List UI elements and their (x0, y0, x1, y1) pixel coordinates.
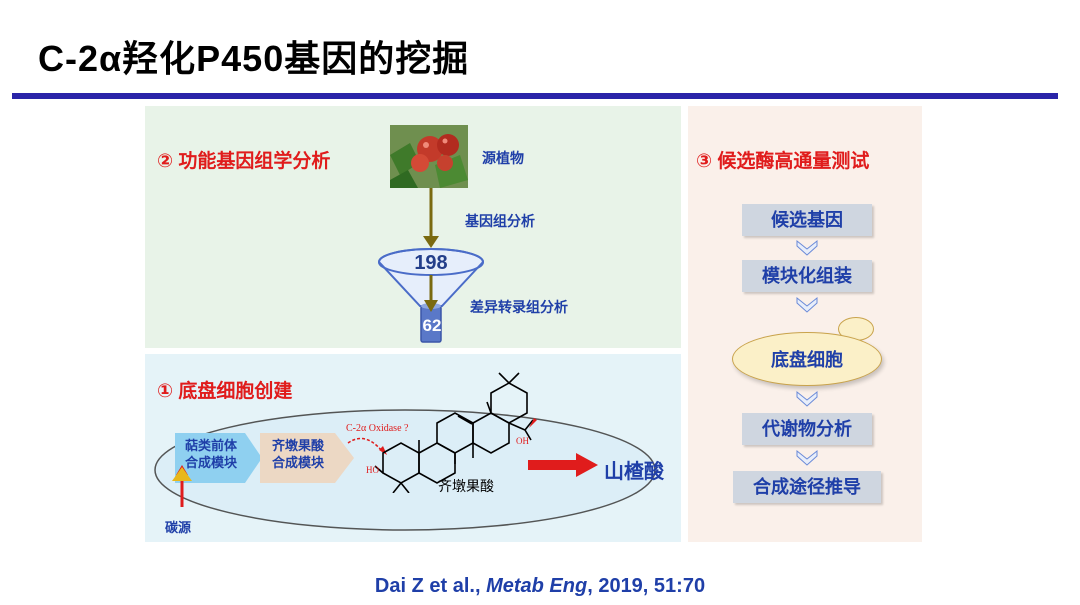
oxidase-label: C-2α Oxidase ? (346, 423, 409, 434)
terpenoid-module-label: 萜类前体 合成模块 (185, 438, 238, 470)
genome-analysis-label: 基因组分析 (465, 213, 535, 229)
chassis-ellipse-diagram (154, 409, 656, 531)
step-metabolite-analysis: 代谢物分析 (742, 413, 872, 445)
chevron-down-icon (796, 449, 818, 466)
page-title: C-2α羟化P450基因的挖掘 (38, 38, 470, 79)
oleanolic-acid-structure (374, 372, 537, 493)
oleanolic-module-label: 齐墩果酸 合成模块 (272, 438, 325, 470)
ho-label: HO (366, 465, 379, 475)
step-modular-assembly: 模块化组装 (742, 260, 872, 292)
funnel-diagram (378, 188, 484, 343)
title-underline (12, 93, 1058, 99)
gene-count-198: 198 (414, 252, 448, 274)
maslinic-acid-label: 山楂酸 (604, 461, 664, 483)
panel-high-throughput-test (688, 106, 922, 542)
chevron-down-icon (796, 390, 818, 407)
citation: Dai Z et al., Metab Eng, 2019, 51:70 (374, 575, 706, 597)
step-pathway-deduction: 合成途径推导 (733, 471, 881, 503)
source-plant-photo (390, 125, 468, 188)
chevron-down-icon (796, 296, 818, 313)
diff-transcriptome-label: 差异转录组分析 (470, 299, 568, 315)
source-plant-label: 源植物 (482, 150, 524, 166)
chevron-down-icon (796, 239, 818, 256)
step-chassis-cell: 底盘细胞 (732, 332, 882, 386)
gene-count-62: 62 (422, 316, 442, 335)
oh-label: OH (516, 436, 529, 446)
genomics-section-title: ② 功能基因组学分析 (157, 151, 331, 172)
chassis-section-title: ① 底盘细胞创建 (157, 381, 293, 402)
step-candidate-genes: 候选基因 (742, 204, 872, 236)
carbon-source-label: 碳源 (165, 520, 192, 535)
oleanolic-acid-label: 齐墩果酸 (438, 480, 494, 495)
screening-section-title: ③ 候选酶高通量测试 (696, 151, 870, 172)
